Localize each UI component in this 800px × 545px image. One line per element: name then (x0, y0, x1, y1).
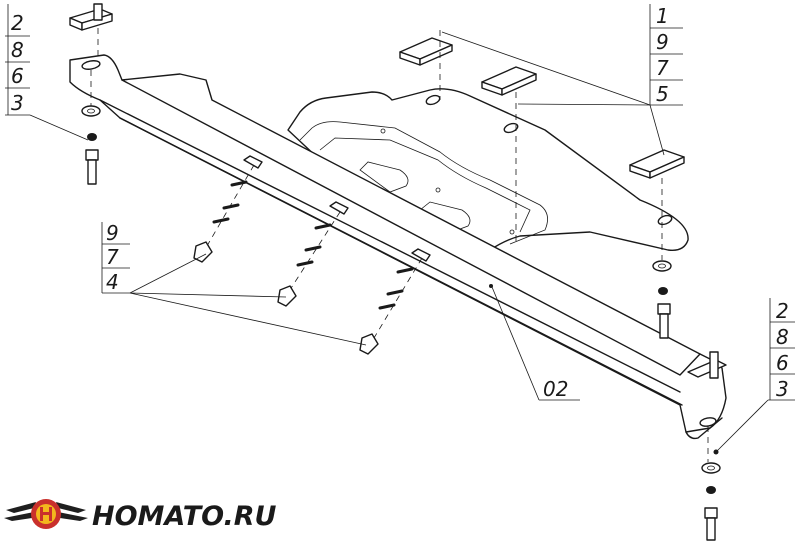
callout-label: 2 (776, 299, 789, 323)
spacer-plate-2 (481, 66, 537, 96)
homato-logo: HOMATO.RU (4, 499, 277, 532)
leader-lines (5, 31, 795, 453)
callout-label: 9 (656, 30, 669, 54)
spacer-plate-1 (399, 37, 453, 66)
callout-label: 2 (11, 11, 24, 35)
callout-label: 1 (656, 4, 669, 28)
logo-emblem (4, 499, 88, 529)
callout-label: 6 (11, 64, 24, 88)
skid-plate (287, 88, 689, 251)
fasteners-beam (193, 180, 414, 355)
logo-wing-left (6, 502, 36, 513)
callout-label: 5 (656, 82, 669, 106)
logo-h-glyph (40, 507, 52, 521)
logo-wing-left (4, 512, 34, 521)
callout-top-right: 1 9 7 5 (649, 4, 683, 106)
logo-wing-right (58, 512, 88, 521)
spacer-plate-3 (629, 149, 685, 179)
callout-label: 7 (106, 245, 119, 269)
callout-label: 9 (106, 221, 119, 245)
callout-label: 8 (11, 38, 24, 62)
right-clip (687, 351, 727, 379)
fastener-stack-top-left (81, 105, 101, 185)
callout-label: 6 (776, 351, 789, 375)
fastener-stack-right-top (652, 260, 672, 339)
logo-text: HOMATO.RU (92, 501, 277, 532)
fastener-stack-bottom-right (701, 449, 721, 541)
callout-label: 7 (656, 56, 669, 80)
top-left-clip (69, 3, 113, 31)
assembly-axes (90, 28, 709, 462)
callout-label: 3 (11, 91, 24, 115)
callout-label: 02 (543, 377, 568, 401)
callout-label: 4 (106, 270, 119, 294)
main-crossbeam (69, 54, 727, 440)
callout-bottom-right: 2 8 6 3 (769, 298, 795, 401)
callout-middle-left: 9 7 4 (101, 221, 130, 294)
callout-label: 3 (776, 377, 789, 401)
callout-main-part: 02 (543, 377, 568, 401)
callout-top-left: 2 8 6 3 (5, 4, 30, 115)
callout-label: 8 (776, 325, 789, 349)
logo-wing-right (56, 502, 86, 513)
